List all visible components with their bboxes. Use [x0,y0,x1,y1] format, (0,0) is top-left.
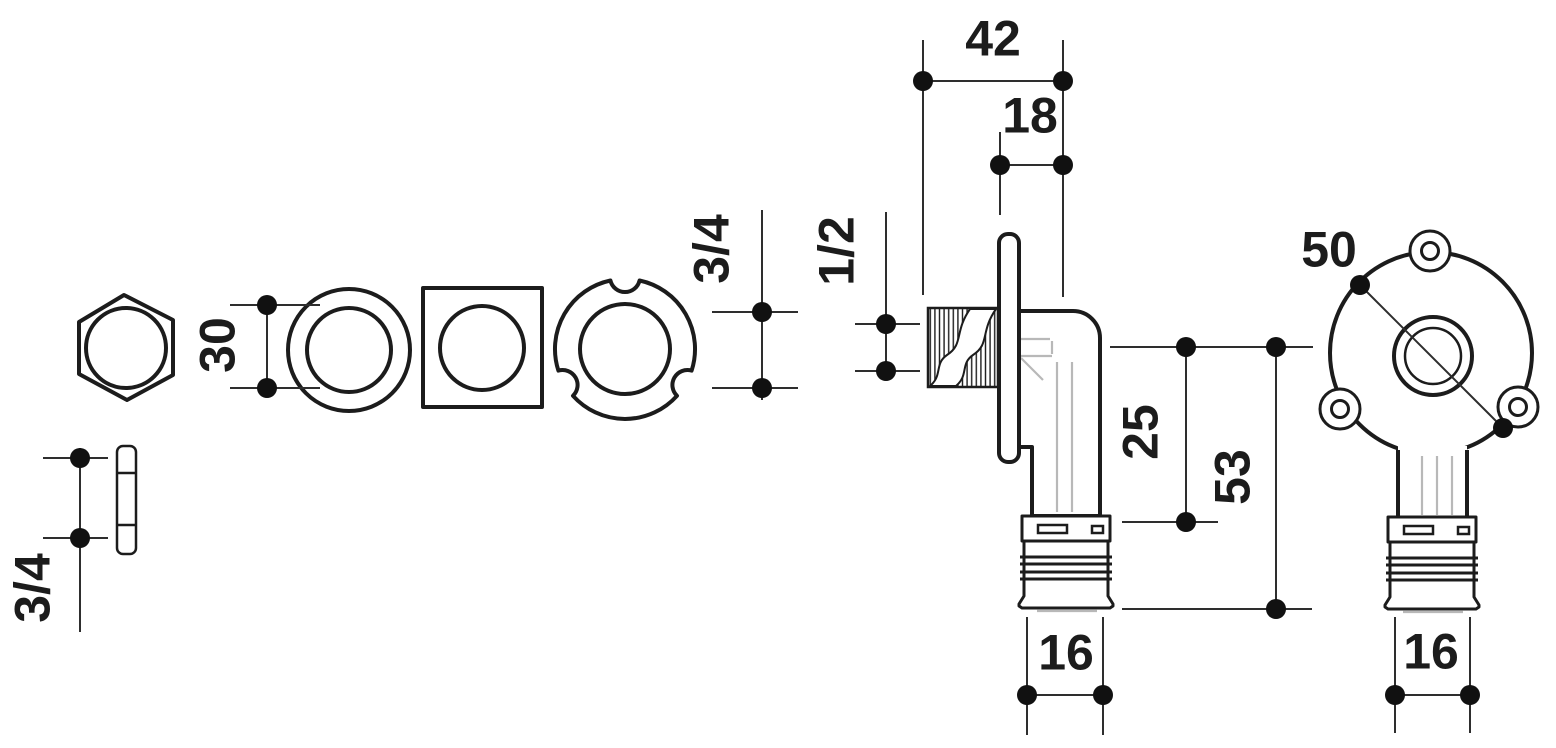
notched-ring-outline [552,278,698,421]
notched-ring-front-view [552,278,698,421]
square-plate-bore [438,304,526,392]
flange-tube-fill [1398,446,1467,518]
push-fit-connector-right [1383,515,1481,614]
hex-nut-bore [84,306,168,390]
gasket-side-view [115,444,138,556]
hex-nut-outline [77,293,175,402]
dim-label-3-4-ring: 3/4 [684,214,740,284]
dim-label-16-left: 16 [1038,625,1094,681]
screw-hole-left [1330,399,1350,419]
dim-label-30: 30 [190,317,246,373]
wall-plate-side [997,232,1021,464]
flange-lobe-top [1408,229,1452,273]
dim-label-16-right: 16 [1403,624,1459,680]
flange-lobe-left [1318,387,1362,431]
dimension-25-53: 25 53 [1110,337,1313,619]
screw-hole-right [1508,397,1528,417]
dim-label-25: 25 [1113,404,1169,460]
dimension-16-left: 16 [1017,617,1113,735]
washer-inner [305,306,393,394]
dimension-3-4-ring: 3/4 [684,210,798,400]
elbow-hidden-lines [1019,337,1074,512]
elbow-side-view [926,232,1115,613]
elbow-body [1017,309,1102,518]
dimension-16-right: 16 [1385,617,1480,733]
flange-tube-hidden [1420,456,1454,515]
dim-label-3-4-gasket: 3/4 [5,553,61,623]
flange-front-view [1318,229,1540,614]
dim-label-18: 18 [1002,88,1058,144]
dimension-18: 18 [990,88,1073,215]
gasket-outline [115,444,138,556]
dimension-50: 50 [1301,222,1513,438]
dim-label-50: 50 [1301,222,1357,278]
dimension-42: 42 [913,11,1073,297]
square-plate-front-view [421,286,544,409]
hex-nut-front-view [77,293,175,402]
washer-outer [286,287,412,413]
flange-tube-walls [1396,450,1469,517]
dimension-30: 30 [190,295,320,398]
dimension-3-4-gasket: 3/4 [5,448,108,632]
flange-socket-inner [1403,326,1463,386]
dim-label-42: 42 [965,11,1021,67]
notched-ring-bore [578,302,672,396]
square-plate-outline [421,286,544,409]
dimension-1-2-thread: 1/2 [809,212,920,381]
dim-label-53: 53 [1205,449,1261,505]
washer-front-view [286,287,412,413]
flange-socket-outer [1392,315,1474,397]
gasket-section-lines [117,471,136,527]
push-fit-connector-left [1017,514,1115,613]
screw-hole-top [1420,241,1440,261]
flange-lobe-right [1496,385,1540,429]
dim-label-1-2-thread: 1/2 [809,216,865,286]
